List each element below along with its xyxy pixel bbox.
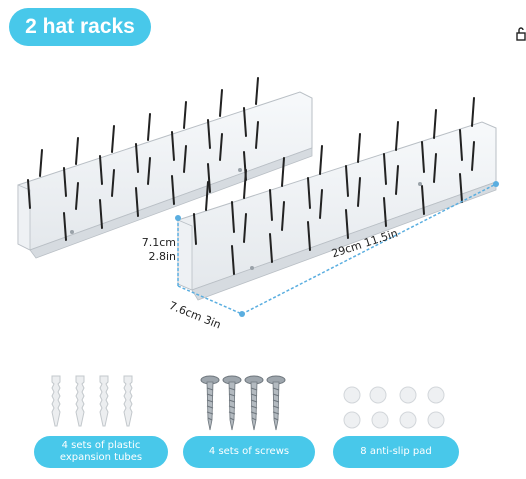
- anti-slip-pads-label: 8 anti-slip pad: [333, 436, 459, 468]
- lock-icon: [516, 27, 526, 41]
- length-dimension-line: [241, 183, 497, 315]
- badge-label: 2 hat racks: [25, 15, 135, 38]
- product-count-badge: 2 hat racks: [9, 8, 151, 46]
- dimension-lines: [177, 183, 497, 315]
- back-hat-rack: [17, 77, 313, 259]
- expansion-tubes-label: 4 sets of plastic expansion tubes: [34, 436, 168, 468]
- height-dimension-label: 7.1cm 2.8in: [132, 236, 176, 264]
- anti-slip-pads-image: [343, 386, 445, 429]
- screws-image: [200, 375, 286, 431]
- anti-slip-pads-label-text: 8 anti-slip pad: [360, 446, 432, 457]
- expansion-tubes-label-line1: 4 sets of plastic: [61, 440, 141, 451]
- screws-label: 4 sets of screws: [183, 436, 315, 468]
- hat-racks-illustration: [17, 77, 499, 317]
- height-cm: 7.1cm: [141, 236, 176, 249]
- width-dimension-line: [177, 285, 243, 315]
- expansion-tubes-image: [51, 375, 133, 427]
- screws-label-text: 4 sets of screws: [208, 446, 290, 457]
- expansion-tubes-label-line2: expansion tubes: [59, 452, 143, 463]
- height-in: 2.8in: [148, 250, 176, 263]
